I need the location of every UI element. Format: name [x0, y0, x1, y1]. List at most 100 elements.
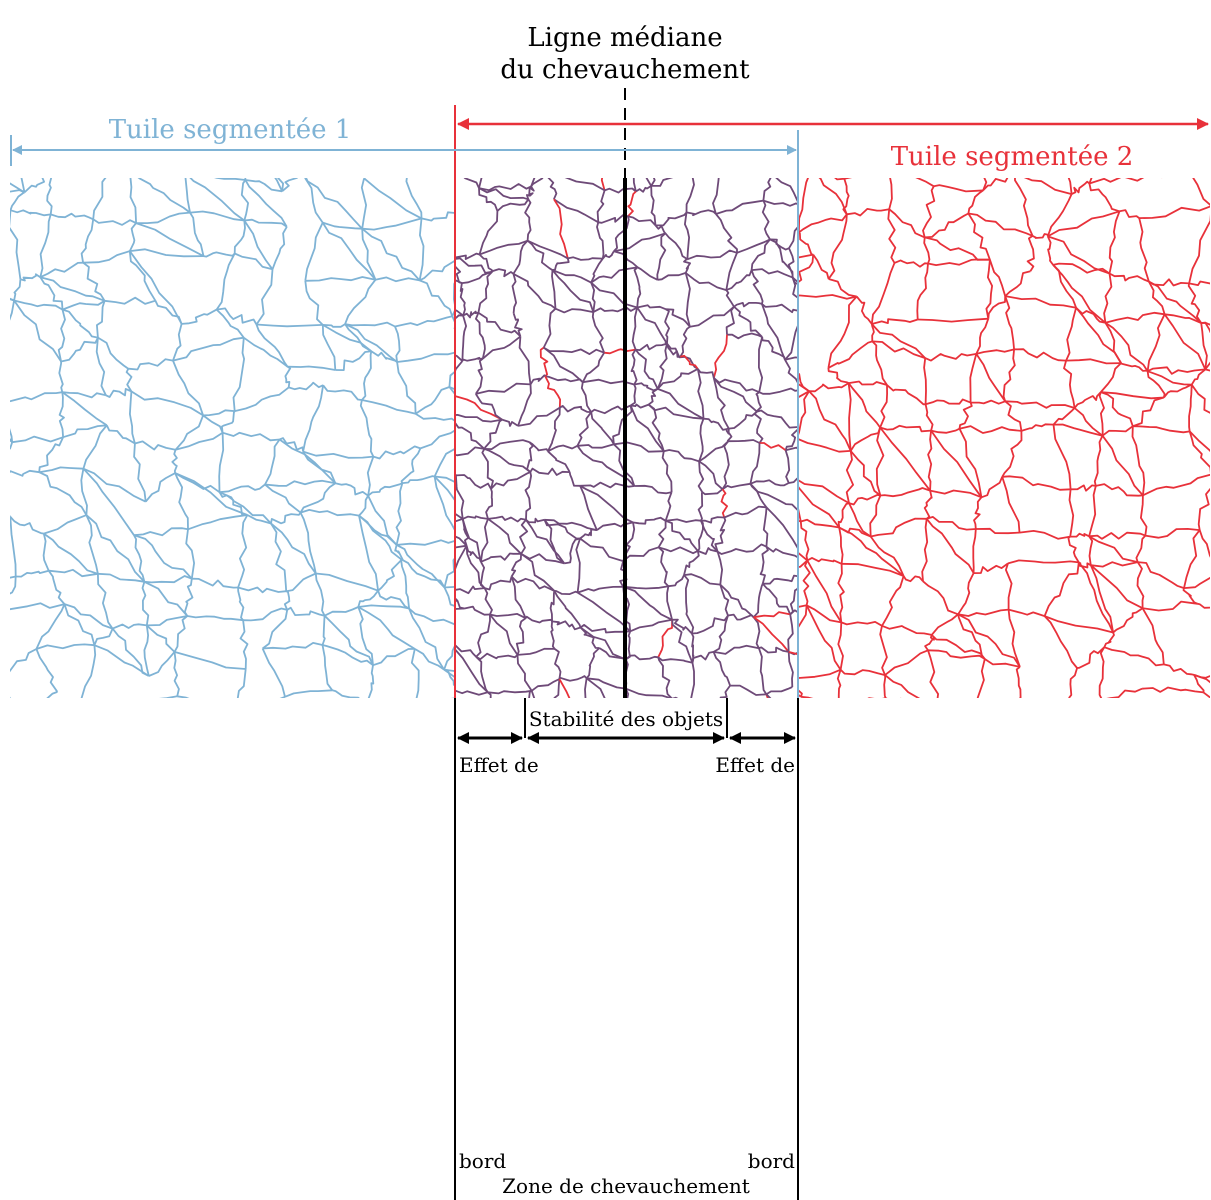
segment-boundary	[370, 350, 398, 363]
segment-boundary	[580, 382, 592, 413]
segment-boundary	[697, 368, 715, 379]
segment-boundary	[700, 516, 725, 524]
segment-boundary	[255, 269, 274, 326]
segment-boundary	[1104, 322, 1149, 372]
segment-boundary	[579, 528, 598, 540]
segment-boundary	[576, 411, 592, 447]
segment-boundary	[973, 562, 1009, 574]
segment-boundary	[456, 162, 464, 213]
segment-boundary	[758, 336, 764, 393]
segment-boundary	[736, 238, 771, 254]
segment-boundary	[631, 307, 639, 350]
segment-boundary	[92, 218, 137, 226]
overlap-segmentation	[455, 168, 827, 698]
segment-boundary	[848, 502, 872, 538]
segment-boundary	[526, 186, 535, 200]
segment-boundary	[478, 183, 532, 192]
segment-boundary	[512, 312, 523, 337]
segment-boundary	[264, 438, 281, 485]
segment-boundary	[10, 575, 16, 579]
segment-boundary	[749, 442, 761, 484]
segment-boundary	[927, 650, 939, 698]
segment-boundary	[923, 237, 931, 264]
segment-boundary	[568, 471, 581, 487]
segment-boundary	[590, 282, 596, 313]
segment-boundary	[712, 334, 728, 379]
segment-boundary	[332, 689, 360, 698]
segment-boundary	[487, 518, 522, 555]
segment-boundary	[1131, 426, 1146, 496]
segment-boundary	[129, 178, 137, 224]
segment-boundary	[1201, 321, 1210, 334]
segment-boundary	[85, 514, 99, 574]
segment-boundary	[698, 460, 724, 490]
segment-boundary	[543, 346, 584, 383]
segment-boundary	[512, 240, 529, 275]
stability-label: Stabilité des objets	[529, 707, 723, 731]
segment-boundary	[321, 615, 326, 646]
segment-boundary	[758, 646, 789, 654]
segment-boundary	[927, 649, 986, 660]
segment-boundary	[363, 178, 366, 179]
segment-boundary	[125, 368, 133, 392]
segment-boundary	[509, 664, 513, 706]
segment-boundary	[35, 603, 66, 650]
segment-boundary	[761, 200, 771, 240]
segment-boundary	[236, 668, 247, 698]
segment-boundary	[361, 399, 416, 415]
segment-boundary	[577, 443, 615, 449]
segment-boundary	[871, 340, 888, 386]
segment-boundary	[806, 559, 843, 623]
segment-boundary	[625, 687, 673, 698]
segment-boundary	[455, 518, 463, 523]
segment-boundary	[930, 427, 960, 434]
segment-boundary	[1148, 280, 1202, 324]
segment-boundary	[1032, 233, 1049, 239]
segment-boundary	[798, 178, 809, 233]
segment-boundary	[650, 178, 656, 187]
segment-boundary	[933, 184, 984, 193]
segment-boundary	[10, 469, 40, 477]
segment-boundary	[613, 441, 664, 453]
segment-boundary	[128, 251, 157, 302]
segment-boundary	[218, 491, 248, 516]
segment-boundary	[543, 346, 605, 355]
segment-boundary	[717, 543, 767, 555]
segment-boundary	[83, 250, 131, 264]
segment-boundary	[553, 590, 582, 628]
segment-boundary	[685, 178, 695, 213]
segment-boundary	[931, 613, 959, 636]
segment-boundary	[464, 624, 488, 629]
segment-boundary	[38, 436, 64, 473]
segment-boundary	[819, 168, 822, 216]
segment-boundary	[302, 451, 337, 484]
segment-boundary	[818, 477, 827, 511]
segment-boundary	[40, 276, 105, 302]
segment-boundary	[464, 162, 489, 173]
segment-boundary	[664, 491, 673, 522]
segment-boundary	[359, 399, 375, 457]
segment-boundary	[613, 232, 666, 253]
segment-boundary	[357, 606, 374, 666]
segment-boundary	[455, 414, 503, 423]
segment-boundary	[1019, 530, 1071, 540]
segment-boundary	[613, 250, 639, 268]
segment-boundary	[684, 212, 690, 260]
segment-boundary	[443, 668, 455, 686]
segment-boundary	[1046, 193, 1073, 237]
segment-boundary	[798, 519, 802, 523]
segment-boundary	[143, 625, 150, 677]
segment-boundary	[1023, 178, 1072, 195]
segment-boundary	[358, 604, 410, 610]
segment-boundary	[402, 475, 435, 484]
segment-boundary	[129, 250, 183, 325]
tile1-label: Tuile segmentée 1	[109, 115, 352, 145]
segment-boundary	[926, 516, 976, 531]
segment-boundary	[372, 648, 415, 667]
segment-boundary	[827, 295, 858, 369]
segment-boundary	[592, 306, 638, 313]
segment-boundary	[690, 662, 695, 698]
segment-boundary	[530, 178, 536, 187]
segment-boundary	[924, 404, 934, 431]
segment-boundary	[938, 713, 977, 719]
